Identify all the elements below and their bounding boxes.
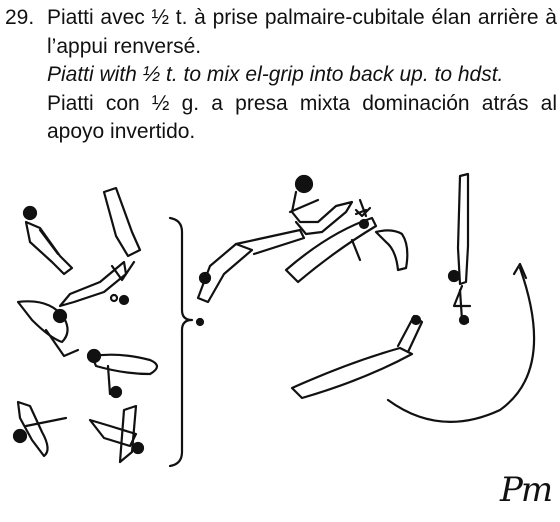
author-signature: Pm xyxy=(500,470,553,510)
description-english: Piatti with ½ t. to mix el-grip into bac… xyxy=(47,63,504,86)
swing-sequence-left xyxy=(12,186,159,464)
swing-to-handstand-right xyxy=(195,172,536,423)
element-number: 29. xyxy=(5,6,35,29)
description-french: Piatti avec ½ t. à prise palmaire-cubita… xyxy=(47,6,557,58)
description-spanish: Piatti con ½ g. a presa mixta dominación… xyxy=(47,91,557,144)
sequence-bracket xyxy=(168,216,194,468)
element-description: Piatti avec ½ t. à prise palmaire-cubita… xyxy=(47,4,557,147)
gymnast-illustration xyxy=(12,172,536,468)
